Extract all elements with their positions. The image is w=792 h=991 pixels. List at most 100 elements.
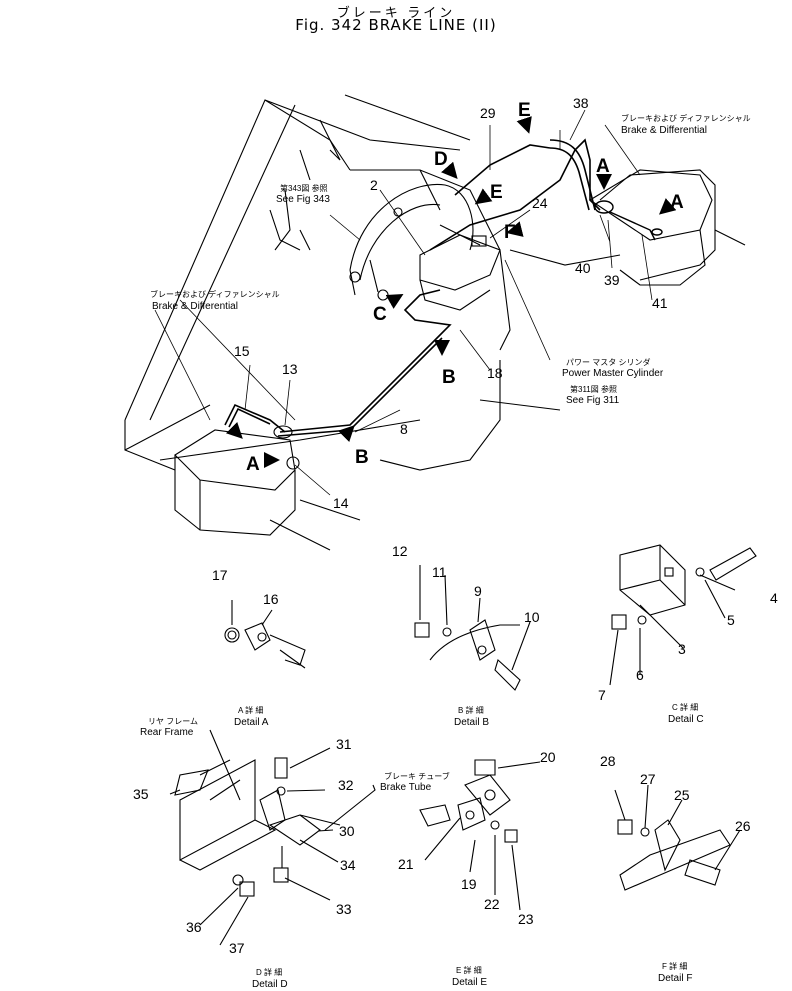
- part-17: 17: [212, 567, 228, 583]
- brake-tube-label: Brake Tube: [380, 782, 432, 793]
- see-fig-343: See Fig 343: [276, 194, 330, 205]
- part-19: 19: [461, 876, 477, 892]
- part-30: 30: [339, 823, 355, 839]
- detail-c-title-jp: C 詳 細: [672, 702, 698, 712]
- detail-a-title-jp: A 詳 細: [238, 705, 263, 715]
- part-32: 32: [338, 777, 354, 793]
- detail-d-title: Detail D: [252, 979, 288, 990]
- detail-e-drawing: [419, 759, 541, 911]
- part-33: 33: [336, 901, 352, 917]
- see-fig-311-jp: 第311図 参照: [570, 384, 617, 394]
- marker-e-top: E: [518, 100, 531, 121]
- detail-f-title: Detail F: [658, 973, 692, 984]
- brake-differential-left-jp: ブレーキおよび ディファレンシャル: [150, 289, 280, 299]
- rear-frame-jp: リヤ フレーム: [148, 717, 198, 726]
- marker-c: C: [373, 304, 387, 325]
- part-16: 16: [263, 591, 279, 607]
- detail-b-title: Detail B: [454, 717, 489, 728]
- marker-e: E: [490, 182, 503, 203]
- detail-b-title-jp: B 詳 細: [458, 705, 484, 715]
- callout-labels-main: 第343図 参照 See Fig 343 ブレーキおよび ディファレンシャル B…: [150, 113, 751, 406]
- part-20: 20: [540, 749, 556, 765]
- detail-e-title-jp: E 詳 細: [456, 965, 482, 975]
- part-10: 10: [524, 609, 540, 625]
- part-numbers-main: 2 29 38 24 40 39 41 18 15 13 8 14: [234, 95, 668, 511]
- part-7: 7: [598, 687, 606, 703]
- part-28: 28: [600, 753, 616, 769]
- see-fig-343-jp: 第343図 参照: [280, 183, 328, 193]
- marker-d: D: [434, 149, 448, 170]
- part-22: 22: [484, 896, 500, 912]
- detail-a: 17 16 A 詳 細 Detail A: [212, 567, 279, 728]
- detail-f: 28 27 25 26 F 詳 細 Detail F: [600, 753, 751, 984]
- power-master-cylinder-label: Power Master Cylinder: [562, 368, 664, 379]
- part-15: 15: [234, 343, 250, 359]
- part-18: 18: [487, 365, 503, 381]
- brake-tube-29: [454, 144, 551, 196]
- detail-d: リヤ フレーム Rear Frame 31 35 32 ブレーキ チューブ Br…: [133, 717, 450, 990]
- part-4: 4: [770, 590, 778, 606]
- rear-frame-label: Rear Frame: [140, 727, 194, 738]
- tee-fitting-13: [273, 425, 300, 470]
- part-37: 37: [229, 940, 245, 956]
- part-26: 26: [735, 818, 751, 834]
- detail-e-title: Detail E: [452, 977, 487, 988]
- part-29: 29: [480, 105, 496, 121]
- part-12: 12: [392, 543, 408, 559]
- part-13: 13: [282, 361, 298, 377]
- part-39: 39: [604, 272, 620, 288]
- hose-38: [549, 139, 596, 211]
- detail-a-title: Detail A: [234, 717, 269, 728]
- part-23: 23: [518, 911, 534, 927]
- part-6: 6: [636, 667, 644, 683]
- detail-f-title-jp: F 詳 細: [662, 961, 687, 971]
- marker-a-far: A: [670, 192, 684, 213]
- part-41: 41: [652, 295, 668, 311]
- part-9: 9: [474, 583, 482, 599]
- brake-drum: [349, 183, 474, 301]
- marker-f: F: [504, 222, 516, 243]
- see-fig-311: See Fig 311: [566, 395, 620, 406]
- left-differential-housing: [174, 429, 361, 551]
- power-master-cylinder: [419, 224, 501, 311]
- part-38: 38: [573, 95, 589, 111]
- tube-41: [594, 200, 663, 241]
- part-25: 25: [674, 787, 690, 803]
- marker-b-upper: B: [442, 367, 456, 388]
- detail-e: 20 21 19 22 23 E 詳 細 Detail E: [398, 749, 556, 988]
- part-11: 11: [432, 564, 447, 580]
- part-40: 40: [575, 260, 591, 276]
- marker-b-lower: B: [355, 447, 369, 468]
- detail-d-title-jp: D 詳 細: [256, 967, 282, 977]
- brake-differential-top-jp: ブレーキおよび ディファレンシャル: [621, 113, 751, 123]
- part-27: 27: [640, 771, 656, 787]
- brake-differential-left: Brake & Differential: [152, 301, 238, 312]
- detail-b: 12 11 9 10 B 詳 細 Detail B: [392, 543, 540, 728]
- brake-tube-jp: ブレーキ チューブ: [384, 771, 450, 781]
- brake-differential-top: Brake & Differential: [621, 125, 707, 136]
- detail-c-title: Detail C: [668, 714, 704, 725]
- part-8: 8: [400, 421, 408, 437]
- detail-c-drawing: [609, 544, 757, 686]
- part-2: 2: [370, 177, 378, 193]
- detail-d-drawing: [169, 729, 376, 946]
- part-24: 24: [532, 195, 548, 211]
- marker-a-left: A: [246, 454, 260, 475]
- frame-outline: [124, 94, 746, 471]
- marker-a-right: A: [596, 156, 610, 177]
- detail-a-drawing: [224, 600, 306, 669]
- figure-title-jp: ブレーキ ライン: [336, 5, 456, 20]
- part-35: 35: [133, 786, 149, 802]
- part-34: 34: [340, 857, 356, 873]
- figure-title: Fig. 342 BRAKE LINE (II): [295, 16, 497, 34]
- part-14: 14: [333, 495, 349, 511]
- detail-f-drawing: [614, 784, 741, 891]
- detail-c: 4 5 3 6 7 C 詳 細 Detail C: [598, 590, 778, 725]
- detail-markers-main: E D E F A A C B B A: [246, 100, 684, 475]
- brake-tube-8: [277, 289, 452, 437]
- part-5: 5: [727, 612, 735, 628]
- part-31: 31: [336, 736, 352, 752]
- part-21: 21: [398, 856, 414, 872]
- right-differential-housing: [588, 169, 713, 286]
